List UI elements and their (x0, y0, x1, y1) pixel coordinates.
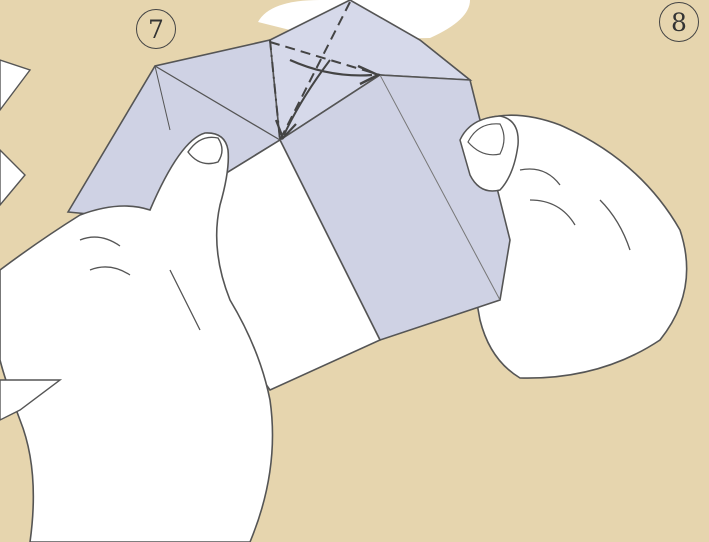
step-number-badge: 7 (136, 9, 176, 49)
step-number-label: 7 (148, 15, 164, 44)
step-number-badge: 8 (659, 2, 699, 42)
previous-step-paper-left-lower (0, 150, 25, 205)
previous-step-paper-left (0, 60, 30, 110)
step-number-label: 8 (671, 8, 687, 37)
